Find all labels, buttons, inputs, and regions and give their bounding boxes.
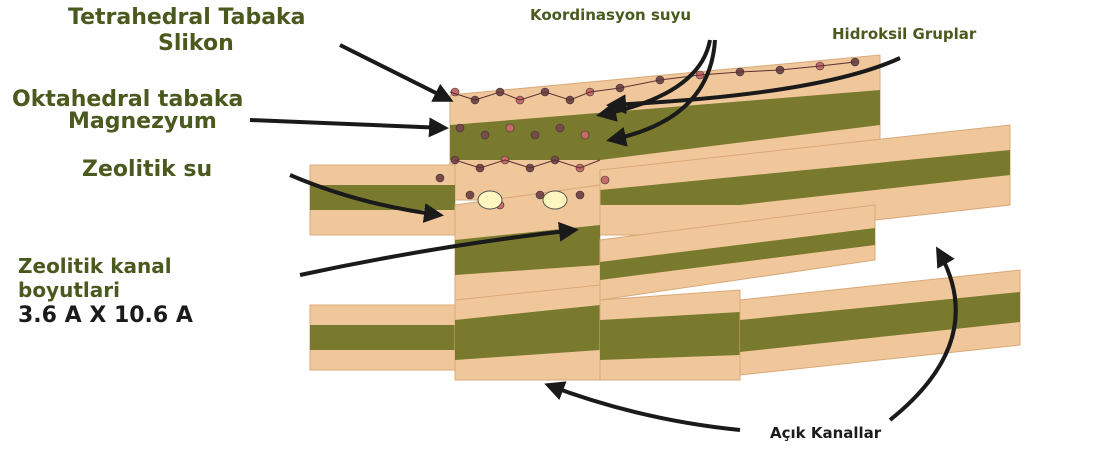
atom-12 <box>581 131 589 139</box>
slab-low-mid-stripe <box>600 312 740 360</box>
label-acik-kanallar: Açık Kanallar <box>770 426 881 442</box>
label-oktahedral-1: Oktahedral tabaka <box>12 88 243 111</box>
label-oktahedral-2: Magnezyum <box>68 110 217 133</box>
label-hidroksil: Hidroksil Gruplar <box>832 27 976 43</box>
atom-7 <box>456 124 464 132</box>
label-kanal-1: Zeolitik kanal <box>18 256 172 277</box>
atom-8 <box>481 131 489 139</box>
atom-9 <box>506 124 514 132</box>
label-kanal-3: 3.6 A X 10.6 A <box>18 304 193 327</box>
arrow-oktahedral <box>250 120 445 128</box>
label-zeolitik-su: Zeolitik su <box>82 158 212 181</box>
arrow-tetrahedral <box>340 45 450 100</box>
arrow-acik-kanallar-left <box>548 385 740 430</box>
atom-22 <box>536 191 544 199</box>
water-blob-2 <box>543 191 567 209</box>
label-koordinasyon: Koordinasyon suyu <box>530 8 691 24</box>
label-kanal-2: boyutlari <box>18 280 120 301</box>
atom-23 <box>576 191 584 199</box>
slab-low-left-stripe <box>310 325 455 350</box>
atom-11 <box>556 124 564 132</box>
label-tetrahedral-2: Slikon <box>158 32 234 55</box>
label-tetrahedral-1: Tetrahedral Tabaka <box>68 6 306 29</box>
atom-19 <box>436 174 444 182</box>
atom-20 <box>466 191 474 199</box>
water-blob-1 <box>478 191 502 209</box>
atom-24 <box>601 176 609 184</box>
atom-10 <box>531 131 539 139</box>
